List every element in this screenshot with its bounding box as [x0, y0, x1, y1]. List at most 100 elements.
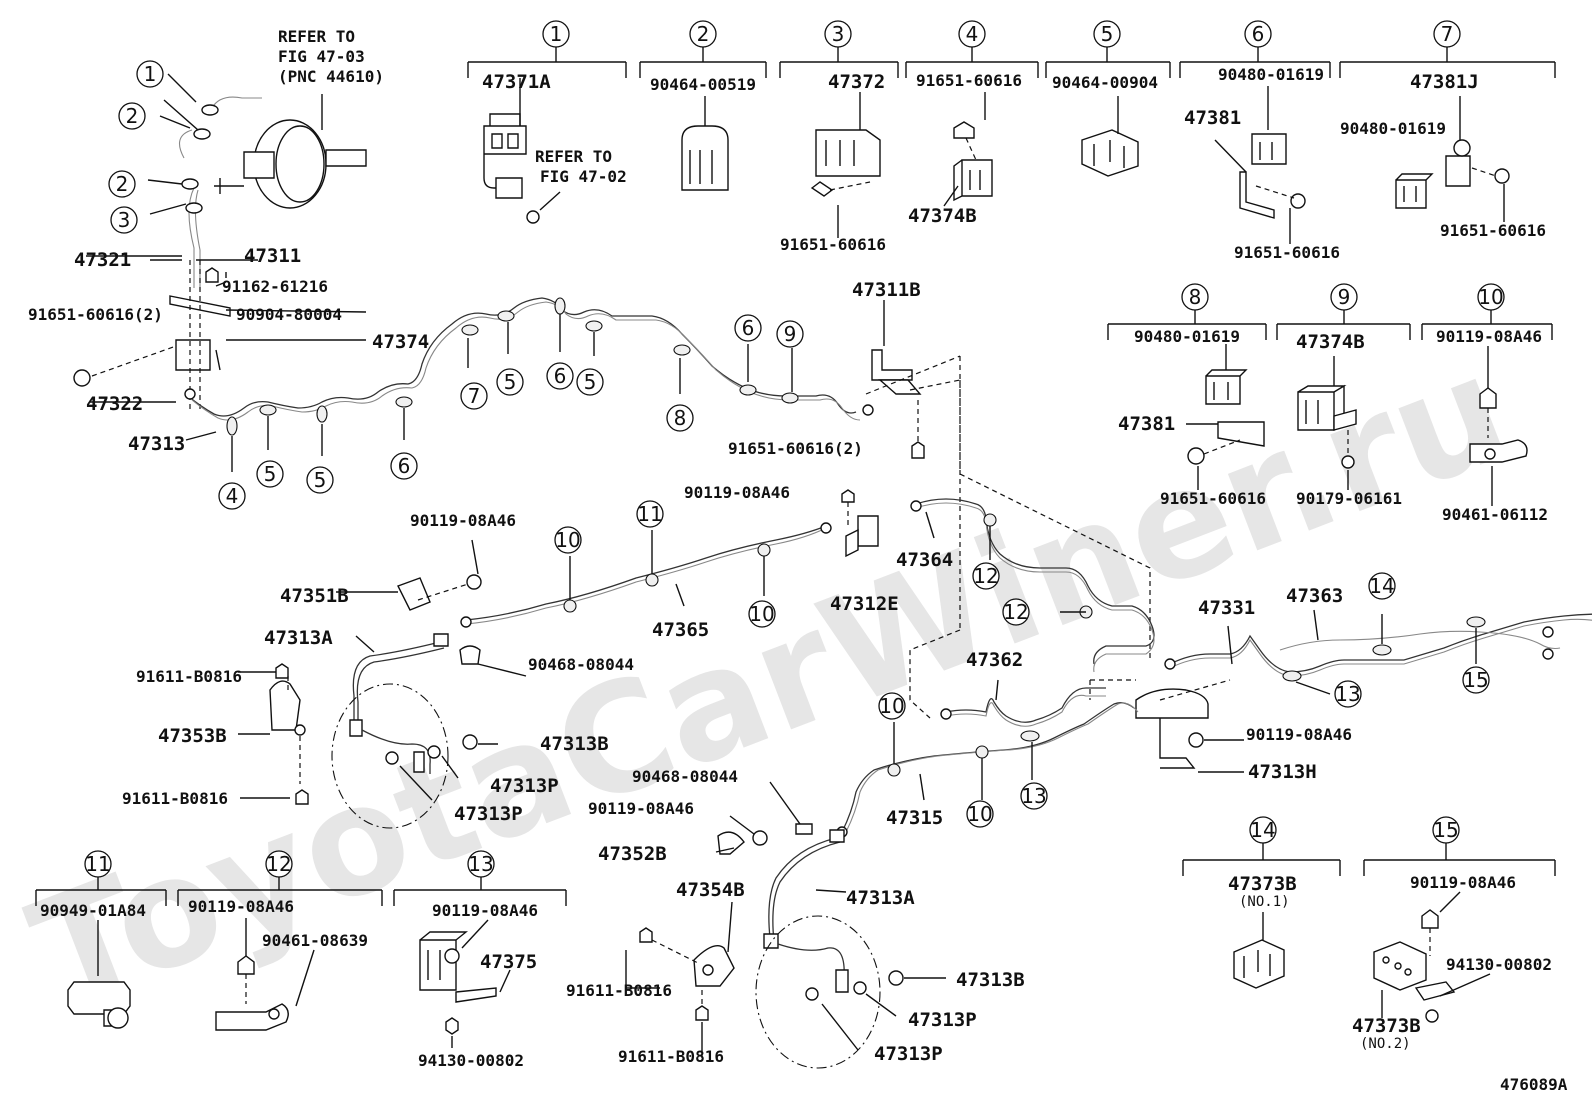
svg-text:5: 5 — [584, 370, 597, 394]
part-label: 47313B — [540, 733, 609, 755]
part-label: 47313P — [454, 803, 523, 825]
callout-5d: 5 — [576, 368, 604, 396]
part-number: 90119-08A46 — [1410, 873, 1516, 892]
refer-note-line: REFER TO — [535, 147, 612, 166]
part-number: 90119-08A46 — [432, 901, 538, 920]
callout-number: 11 — [85, 852, 110, 876]
callout-number: 1 — [550, 22, 563, 46]
callout-number: 12 — [266, 852, 291, 876]
part-label: 91611-B0816 — [122, 789, 228, 808]
part-label: 94130-00802 — [418, 1051, 524, 1070]
clip-47375 — [419, 919, 511, 1048]
callout-2a: 2 — [118, 102, 146, 130]
callout-number: 3 — [832, 22, 845, 46]
clip-90461-06112 — [1469, 346, 1528, 506]
part-note: (NO.1) — [1239, 894, 1290, 910]
detail-header-9: 9 47374B — [1276, 283, 1411, 353]
part-number: 47374B — [1296, 331, 1365, 353]
svg-text:4: 4 — [226, 484, 239, 508]
part-label: 47364 — [896, 549, 953, 571]
part-label: 91651-60616 — [1234, 243, 1340, 262]
detail-header-1: 1 47371A — [467, 20, 627, 93]
figure-code: 476089A — [1500, 1075, 1568, 1094]
clip-47373B-no1 — [1233, 912, 1285, 989]
detail-header-15: 15 90119-08A46 — [1363, 816, 1556, 892]
part-label: 47313P — [490, 775, 559, 797]
part-label: 47321 — [74, 249, 131, 271]
part-label: 47331 — [1198, 597, 1255, 619]
clip-47373B-no2 — [1373, 891, 1491, 1023]
svg-text:2: 2 — [116, 172, 129, 196]
svg-text:3: 3 — [118, 208, 131, 232]
part-label: 90119-08A46 — [588, 799, 694, 818]
svg-text:2: 2 — [126, 104, 139, 128]
callout-8a: 8 — [666, 404, 694, 432]
part-number: 91651-60616 — [916, 71, 1022, 90]
part-label: 90904-80004 — [236, 305, 342, 324]
part-label: 90461-08639 — [262, 931, 368, 950]
callout-4a: 4 — [218, 482, 246, 510]
part-label: 90468-08044 — [632, 767, 738, 786]
svg-text:5: 5 — [314, 468, 327, 492]
detail-header-10: 10 90119-08A46 — [1421, 283, 1553, 346]
part-number: 90480-01619 — [1218, 65, 1324, 84]
callout-12a: 12 — [972, 562, 1000, 590]
detail-header-14: 14 47373B (NO.1) — [1182, 816, 1341, 910]
detail-header-11: 11 90949-01A84 — [35, 850, 167, 920]
part-label: 47351B — [280, 585, 349, 607]
part-label: 47363 — [1286, 585, 1343, 607]
callout-5c: 5 — [496, 368, 524, 396]
part-label: 47313B — [956, 969, 1025, 991]
callout-5b: 5 — [306, 466, 334, 494]
part-label: 47381 — [1118, 413, 1175, 435]
part-label: 91651-60616 — [780, 235, 886, 254]
part-label: 47313H — [1248, 761, 1317, 783]
part-label: 90468-08044 — [528, 655, 634, 674]
callout-13a: 13 — [1334, 680, 1362, 708]
svg-text:5: 5 — [264, 462, 277, 486]
refer-note-line: (PNC 44610) — [278, 67, 384, 86]
part-number: 47371A — [482, 71, 551, 93]
part-number: 90119-08A46 — [1436, 327, 1542, 346]
callout-number: 4 — [966, 22, 979, 46]
part-label: 47313A — [846, 887, 915, 909]
svg-text:10: 10 — [555, 528, 580, 552]
part-label: 47315 — [886, 807, 943, 829]
svg-text:13: 13 — [1021, 784, 1046, 808]
part-label: 47374B — [908, 205, 977, 227]
part-number: 47381J — [1410, 71, 1479, 93]
callout-2b: 2 — [108, 170, 136, 198]
part-label: 90179-06161 — [1296, 489, 1402, 508]
part-number: 90464-00904 — [1052, 73, 1158, 92]
part-label: 91651-60616 — [1440, 221, 1546, 240]
part-label: 47362 — [966, 649, 1023, 671]
callout-6c: 6 — [734, 314, 762, 342]
part-number: 90949-01A84 — [40, 901, 146, 920]
part-number: 90464-00519 — [650, 75, 756, 94]
part-label: 90119-08A46 — [410, 511, 516, 530]
part-label: 47313P — [908, 1009, 977, 1031]
callout-9a: 9 — [776, 320, 804, 348]
callout-number: 7 — [1441, 22, 1454, 46]
part-label: 47373B — [1352, 1015, 1421, 1037]
callout-number: 9 — [1338, 285, 1351, 309]
clip-47381J — [1395, 96, 1510, 222]
callout-number: 14 — [1250, 818, 1275, 842]
svg-text:7: 7 — [468, 384, 481, 408]
part-label: 91651-60616 — [1160, 489, 1266, 508]
svg-text:9: 9 — [784, 322, 797, 346]
detail-header-4: 4 91651-60616 — [905, 20, 1039, 90]
clip-47374B-detail9 — [1297, 356, 1357, 490]
part-label: 47353B — [158, 725, 227, 747]
part-label: 90119-08A46 — [684, 483, 790, 502]
part-note: (NO.2) — [1360, 1036, 1411, 1052]
clip-90949-01A84 — [67, 920, 131, 1029]
callout-12b: 12 — [1002, 598, 1030, 626]
svg-text:15: 15 — [1463, 668, 1488, 692]
part-label: 47312E — [830, 593, 899, 615]
part-label: 91611-B0816 — [618, 1047, 724, 1066]
svg-text:6: 6 — [398, 454, 411, 478]
callout-6b: 6 — [546, 362, 574, 390]
detail-header-7: 7 47381J — [1339, 20, 1556, 93]
